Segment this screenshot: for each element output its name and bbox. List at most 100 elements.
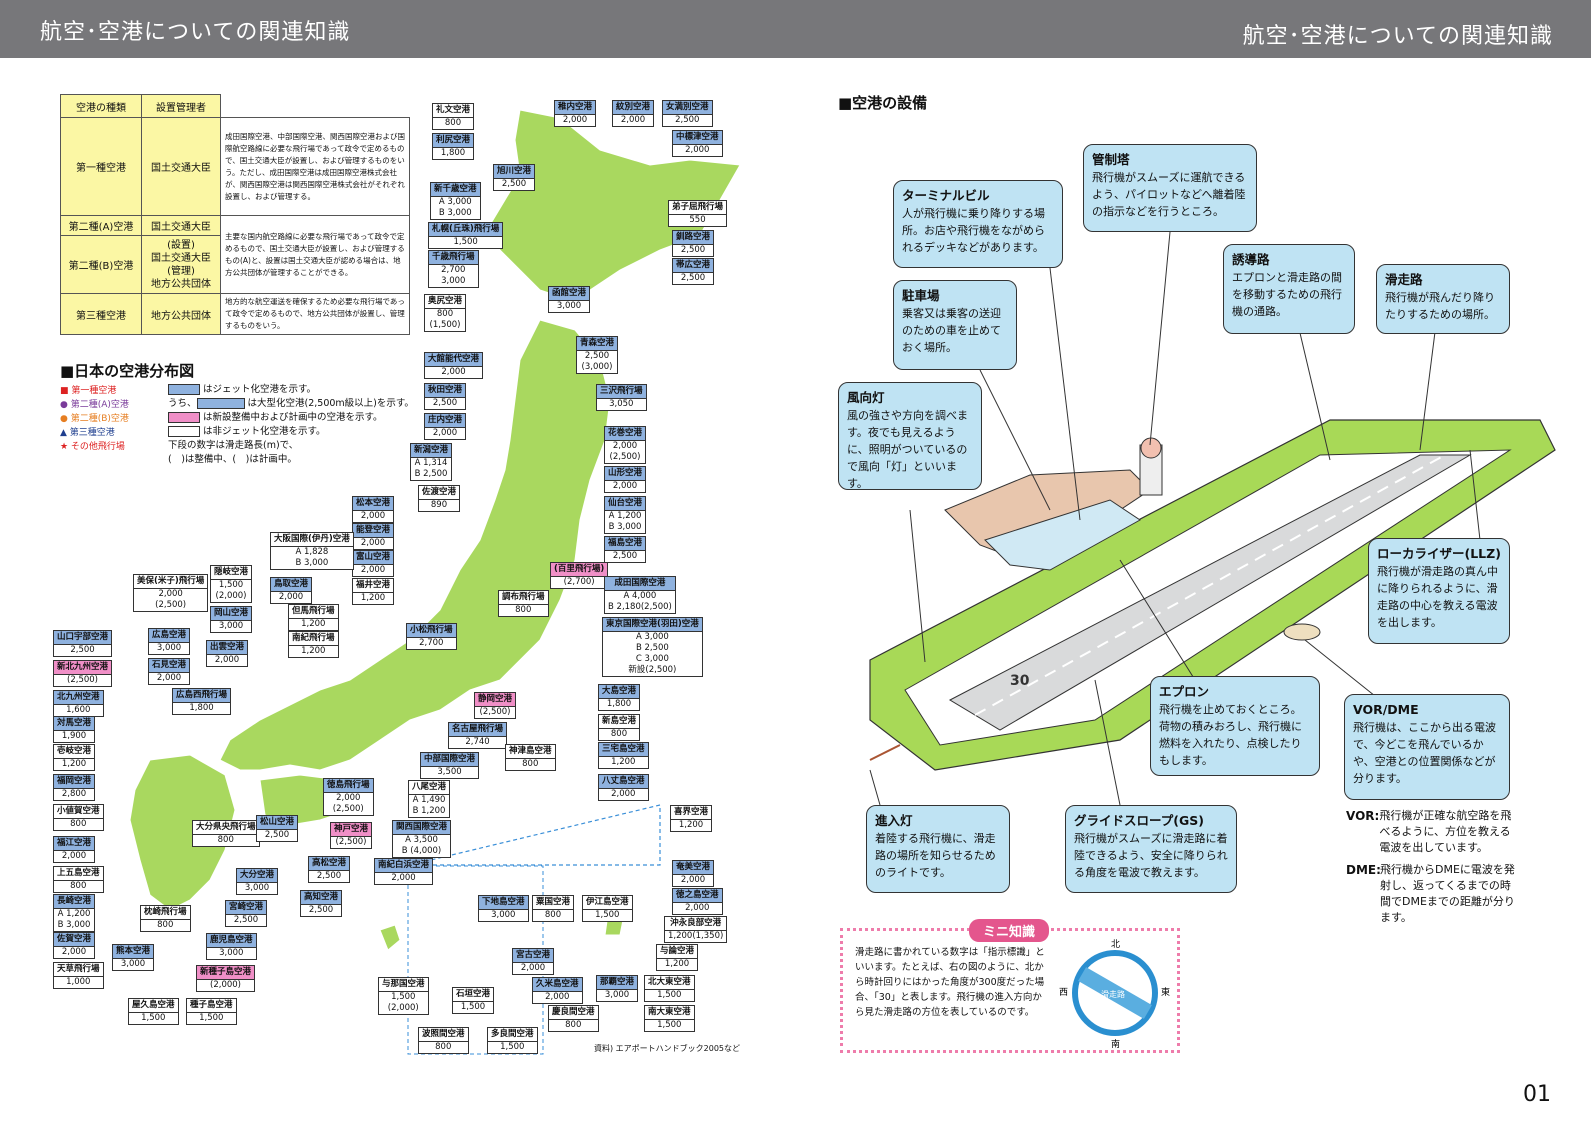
airport-name: 粟国空港 [533,896,574,910]
runway-length: 1,500 [500,1042,525,1052]
table-cell-desc: 成田国際空港、中部国際空港、関西国際空港および国際航空路線に必要な飛行場であって… [220,117,410,216]
callout-title: VOR/DME [1353,702,1419,717]
table-cell-manager: 地方公共団体 [141,293,221,335]
leader-approach [869,769,881,806]
table-cell-desc: 地方的な航空運送を確保するため必要な飛行場であって政令で定めるもので、地方公共団… [220,293,410,335]
legend-note: うち、 [168,398,197,409]
runway-length: A 1,490 [412,795,446,805]
mini-knowledge-box: ミニ知識 滑走路に書かれている数字は「指示標識」といいます。たとえば、右の図のよ… [840,919,1180,1053]
runway-length: (2,500) [479,707,511,717]
airport-name: 伊江島空港 [583,896,632,910]
airport-name: 稚内空港 [555,101,596,115]
airport-name: 小値賀空港 [54,805,103,819]
airport-name: 沖永良部空港 [665,917,727,931]
airport-name: 佐賀空港 [54,933,95,947]
airport-name: 帯広空港 [673,259,714,273]
airport-name: 枕崎飛行場 [141,906,190,920]
airport-name: 多良間空港 [488,1028,537,1042]
runway-length: 1,200(1,350) [668,931,724,941]
compass-south: 南 [1111,1038,1120,1050]
island-shape [379,924,401,951]
legend-note: ( )は整備中、( )は計画中。 [168,454,297,465]
legend-label: ● 第二種(A)空港 [60,400,129,410]
callout-title: 駐車場 [902,288,940,303]
runway-length: (2,500) [332,804,364,814]
runway-length: 800 [435,1042,452,1052]
runway-length: 800 [157,920,174,930]
airport-name: 出雲空港 [207,641,248,655]
runway-length: 2,500 [680,273,706,283]
table-header-blank [220,94,410,118]
airport-name: 種子島空港 [187,999,236,1013]
airport-name: 徳之島空港 [673,889,722,903]
legend-label: ★ その他飛行場 [60,442,125,452]
callout-title: 滑走路 [1385,272,1423,287]
table-header-manager: 設置管理者 [141,94,221,118]
note-label-dme: DME: [1346,863,1381,877]
legend-swatch-new [168,412,200,423]
table-cell-kind: 第三種空港 [60,293,142,335]
airport-name: 能登空港 [353,524,394,538]
callout-text: 乗客又は乗客の送迎のための車を止めておく場所。 [902,307,1001,354]
airport-name: 新種子島空港 [197,966,255,980]
airport-name: 女満別空港 [663,101,712,115]
airport-name: 天草飛行場 [54,963,103,977]
table-cell-kind: 第二種(B)空港 [60,235,142,294]
airport-name: 函館空港 [549,287,590,301]
runway-length: 2,000 [612,481,638,491]
runway-length: 2,000 [545,992,570,1002]
callout-title: ローカライザー(LLZ) [1377,546,1501,561]
runway-length: 2,500 [264,830,290,840]
runway-length: 2,000 [441,367,466,377]
runway-length: 3,050 [609,399,634,409]
leader-llz [1469,449,1481,541]
airport-type-table: 空港の種類 設置管理者 第一種空港 国土交通大臣 成田国際空港、中部国際空港、関… [60,94,410,335]
runway-length: 550 [689,215,706,225]
page-header: 航空･空港についての関連知識 航空･空港についての関連知識 [0,0,1591,58]
airport-name: 八丈島空港 [599,775,648,789]
airport-name: 大阪国際(伊丹)空港 [271,533,353,547]
airport-name: 釧路空港 [673,231,714,245]
airport-label: 神戸空港(2,500) [330,822,373,849]
legend-type2a: ● 第二種(A)空港 [60,398,129,412]
runway-length: 2,500 [432,398,458,408]
runway-length: B (4,000) [401,846,442,856]
runway-length: (2,700) [563,577,595,587]
runway-length: 3,000 [218,621,244,631]
runway-length: 2,000 [432,428,458,438]
legend-note: は新設整備中および計画中の空港を示す。 [203,412,383,423]
runway-length: 1,200 [678,820,704,830]
callout-taxiway: 誘導路 エプロンと滑走路の間を移動するための飛行機の通路。 [1223,244,1355,334]
callout-text: 飛行機は、ここから出る電波で、今どこを飛んでいるかや、空港との位置関係などが分り… [1353,721,1496,785]
note-text-dme: 飛行機からDMEに電波を発射し、返ってくるまでの時間でDMEまでの距離が分ります… [1380,863,1515,924]
runway-length: 2,500 [233,915,259,925]
airport-name: 小松飛行場 [407,624,456,638]
runway-length: A 3,000 [635,632,669,642]
table-cell-manager: 国土交通大臣 [141,117,221,216]
runway-length: 2,000 [685,903,710,913]
map-section-title: ■日本の空港分布図 [60,362,195,380]
runway-length: 2,800 [61,789,87,799]
runway-length: 2,500 [70,645,95,655]
runway-length: 3,000 [491,910,516,920]
airport-name: 青森空港 [577,337,618,351]
runway-length: 800 [70,881,87,891]
